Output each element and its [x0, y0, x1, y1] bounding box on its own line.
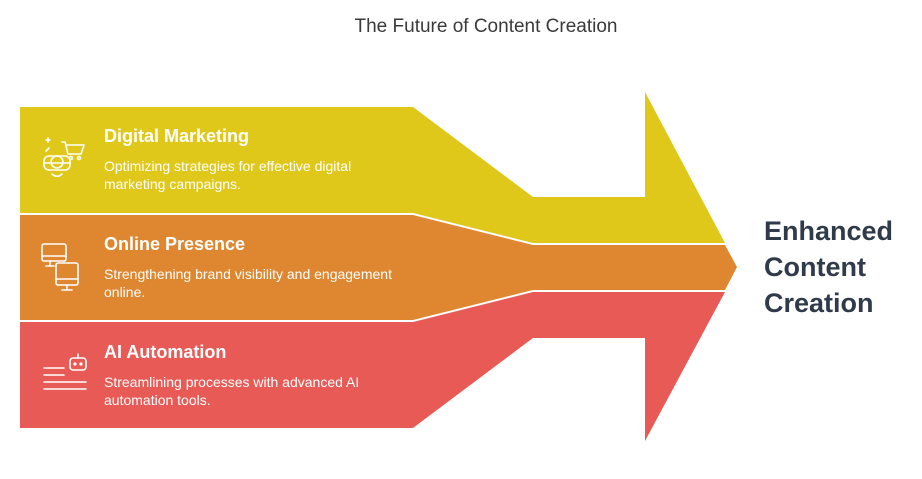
band-heading: Digital Marketing: [104, 126, 250, 146]
band-digital-marketing: Digital Marketing Optimizing strategies …: [104, 125, 404, 193]
band-digital-marketing-shape: [20, 92, 725, 243]
diagram-title: The Future of Content Creation: [354, 16, 618, 37]
outcome-line: Content: [764, 252, 866, 282]
band-online-presence: Online Presence Strengthening brand visi…: [104, 233, 404, 301]
robot-list-icon: [40, 352, 90, 405]
band-online-presence-shape: [20, 215, 737, 320]
band-description: Streamlining processes with advanced AI …: [104, 374, 360, 408]
band-heading: AI Automation: [104, 342, 227, 362]
band-heading: Online Presence: [104, 234, 246, 254]
band-description: Strengthening brand visibility and engag…: [104, 266, 392, 300]
band-ai-automation-shape: [20, 292, 725, 441]
vr-shopping-cart-icon: [40, 134, 90, 189]
outcome-label: Enhanced Content Creation: [764, 213, 922, 321]
band-description: Optimizing strategies for effective digi…: [104, 158, 352, 192]
outcome-line: Enhanced: [764, 216, 894, 246]
band-ai-automation: AI Automation Streamlining processes wit…: [104, 341, 404, 409]
outcome-line: Creation: [764, 288, 874, 318]
monitors-icon: [40, 242, 90, 299]
